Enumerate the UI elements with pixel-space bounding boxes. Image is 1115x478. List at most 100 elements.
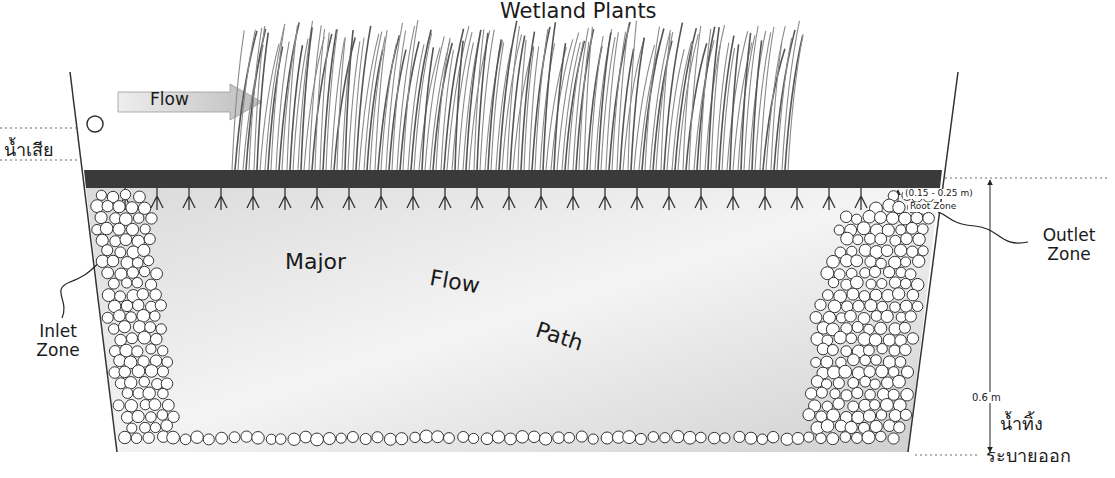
gravel-stone xyxy=(132,410,144,422)
root-symbol xyxy=(631,188,643,210)
gravel-stone xyxy=(907,289,919,301)
plant-blade xyxy=(290,45,302,170)
gravel-stone xyxy=(889,345,900,356)
root-symbol xyxy=(823,188,835,210)
surface-layer xyxy=(84,170,942,188)
plant-blade xyxy=(595,29,612,170)
plant-blade xyxy=(447,26,469,170)
gravel-stone xyxy=(118,321,130,333)
plant-blade xyxy=(488,39,501,170)
gravel-stone xyxy=(564,432,575,443)
gravel-stone xyxy=(893,288,905,300)
gravel-stone xyxy=(913,255,925,267)
gravel-stone xyxy=(875,322,887,334)
gravel-stone xyxy=(828,277,838,287)
wetland-plants xyxy=(232,20,803,170)
gravel-stone xyxy=(815,299,826,310)
gravel-stone xyxy=(145,322,156,333)
gravel-stone xyxy=(266,434,276,444)
plant-blade xyxy=(598,33,611,170)
gravel-stone xyxy=(900,344,912,356)
gravel-stone xyxy=(757,434,767,444)
root-symbol xyxy=(215,188,227,210)
gravel-stone xyxy=(876,365,889,378)
gravel-stone xyxy=(828,300,841,313)
gravel-stone xyxy=(870,420,882,432)
gravel-stone xyxy=(140,422,151,433)
plant-blade xyxy=(408,44,424,170)
level-line xyxy=(915,455,980,456)
gravel-stone xyxy=(672,430,684,442)
gravel-stone xyxy=(241,431,252,442)
gravel-stone xyxy=(889,277,901,289)
gravel-stone xyxy=(432,431,444,443)
gravel xyxy=(91,189,935,445)
gravel-stone xyxy=(127,267,138,278)
plant-blade xyxy=(573,28,588,170)
gravel-stone xyxy=(848,377,859,388)
plant-blade xyxy=(381,44,396,170)
gravel-stone xyxy=(881,245,893,257)
gravel-stone xyxy=(125,377,137,389)
gravel-stone xyxy=(126,333,137,344)
gravel-stone xyxy=(143,432,154,443)
gravel-stone xyxy=(860,376,871,387)
level-line xyxy=(0,128,80,129)
gravel-stone xyxy=(860,355,871,366)
root-symbol xyxy=(855,188,867,210)
gravel-stone xyxy=(146,344,156,354)
gravel-stone xyxy=(881,310,893,322)
plant-blade xyxy=(719,36,734,170)
gravel-stone xyxy=(347,431,358,442)
gravel-stone xyxy=(840,211,852,223)
gravel-stone xyxy=(870,400,880,410)
gravel-stone xyxy=(696,432,707,443)
gravel-stone xyxy=(516,431,528,443)
gravel-stone xyxy=(852,432,863,443)
gravel-stone xyxy=(95,211,107,223)
root-symbol xyxy=(247,188,259,210)
gravel-stone xyxy=(311,433,324,446)
gravel-stone xyxy=(161,420,173,432)
gravel-stone xyxy=(203,434,214,445)
gravel-stone xyxy=(468,433,478,443)
gravel-stone xyxy=(833,398,844,409)
plant-blade xyxy=(474,30,484,170)
gravel-stone xyxy=(137,289,148,300)
gravel-stone xyxy=(528,431,540,443)
plant-blade xyxy=(782,21,799,170)
gravel-stone xyxy=(125,399,137,411)
gravel-stone xyxy=(113,223,125,235)
gravel-stone xyxy=(119,366,131,378)
plant-blade xyxy=(579,42,589,170)
gravel-stone xyxy=(114,355,126,367)
gravel-stone xyxy=(862,431,875,444)
gravel-stone xyxy=(444,433,455,444)
gravel-stone xyxy=(96,190,106,200)
gravel-stone xyxy=(384,433,396,445)
gravel-stone xyxy=(859,244,871,256)
gravel-stone xyxy=(300,431,312,443)
leader-line xyxy=(938,212,1028,243)
gravel-stone xyxy=(161,378,173,390)
gravel-stone xyxy=(191,431,203,443)
gravel-stone xyxy=(851,255,863,267)
gravel-stone xyxy=(848,354,860,366)
gravel-stone xyxy=(852,387,863,398)
gravel-stone xyxy=(816,433,827,444)
gravel-stone xyxy=(120,234,132,246)
gravel-stone xyxy=(132,277,142,287)
gravel-stone xyxy=(149,399,161,411)
root-symbol xyxy=(407,188,419,210)
plant-blade xyxy=(386,23,403,170)
gravel-stone xyxy=(871,355,882,366)
dimension-label: 0.6 m xyxy=(970,392,1003,403)
gravel-stone xyxy=(821,420,834,433)
gravel-stone xyxy=(288,433,300,445)
root-symbol xyxy=(439,188,451,210)
gravel-stone xyxy=(132,346,143,357)
gravel-stone xyxy=(816,387,827,398)
gravel-stone xyxy=(901,366,913,378)
root-symbol xyxy=(503,188,515,210)
gravel-stone xyxy=(156,324,166,334)
